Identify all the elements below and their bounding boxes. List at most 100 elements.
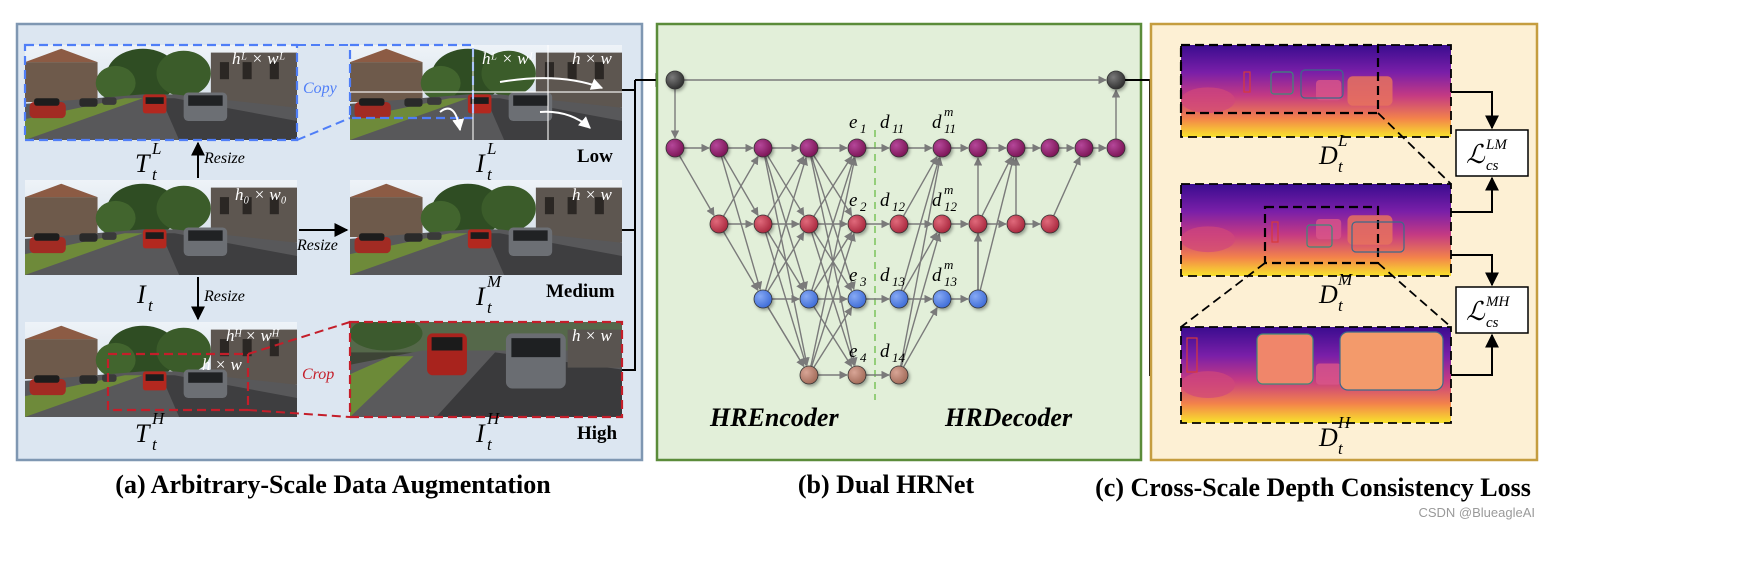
- svg-text:11: 11: [892, 121, 904, 136]
- svg-text:LM: LM: [1485, 137, 1508, 153]
- svg-text:3: 3: [859, 274, 867, 289]
- hrnet-node-p10: [1040, 138, 1060, 158]
- hrnet-edge: [764, 156, 810, 367]
- hrnet-edge: [764, 156, 808, 291]
- hrnet-node-gOut: [1106, 70, 1126, 90]
- hrnet-edge: [811, 232, 856, 367]
- hrnet-node-b2: [799, 289, 819, 309]
- svg-text:H: H: [1337, 413, 1352, 432]
- svg-text:13: 13: [892, 274, 906, 289]
- svg-text:12: 12: [944, 199, 958, 214]
- object-box: [1306, 224, 1333, 248]
- svg-text:e: e: [849, 341, 857, 362]
- hrnet-edge: [811, 156, 856, 291]
- svg-text:ℒ: ℒ: [1466, 140, 1486, 169]
- svg-text:D: D: [1318, 423, 1338, 452]
- hrnet-edge: [979, 156, 1016, 291]
- svg-text:d: d: [880, 265, 890, 286]
- label-i-t: I t: [136, 280, 154, 315]
- svg-text:1: 1: [860, 121, 867, 136]
- svg-text:ℒ: ℒ: [1466, 297, 1486, 326]
- hrnet-node-r4: [847, 214, 867, 234]
- bus-line: [622, 80, 636, 371]
- svg-text:d: d: [932, 265, 942, 286]
- svg-text:t: t: [148, 296, 154, 315]
- hrnet-node-n1: [799, 365, 819, 385]
- svg-text:L: L: [486, 139, 496, 158]
- hrnet-edge: [1053, 156, 1081, 217]
- hrnet-node-gIn: [665, 70, 685, 90]
- hrnet-edge: [902, 231, 938, 292]
- object-box: [1186, 337, 1198, 373]
- label-t-l: T L t: [135, 139, 161, 184]
- svg-text:D: D: [1318, 141, 1338, 170]
- watermark: CSDN @BlueagleAI: [1418, 505, 1535, 520]
- flow-arrow: [499, 77, 604, 90]
- svg-text:T: T: [135, 419, 151, 448]
- hrnet-node-r3: [799, 214, 819, 234]
- loss-box-lm: [1455, 129, 1529, 177]
- loss-label-mh: ℒ MH cs: [1466, 294, 1510, 331]
- hrnet-edge: [900, 232, 942, 367]
- panel-b-background: [655, 22, 1143, 462]
- label-d-m: D M t: [1318, 270, 1353, 315]
- svg-text:I: I: [136, 280, 147, 309]
- dim-h-w-med: h × w: [572, 185, 612, 204]
- svg-text:H: H: [486, 409, 501, 428]
- hrdecoder-label: HRDecoder: [944, 403, 1073, 432]
- zoom-connector: [1180, 262, 1266, 328]
- svg-text:t: t: [1338, 439, 1344, 458]
- svg-text:H: H: [151, 409, 166, 428]
- svg-text:T: T: [135, 149, 151, 178]
- svg-text:e: e: [849, 112, 857, 133]
- svg-text:t: t: [487, 165, 493, 184]
- dim-h-w-low: h × w: [572, 49, 612, 68]
- svg-text:t: t: [152, 165, 158, 184]
- hrnet-edge: [813, 155, 853, 217]
- svg-text:13: 13: [944, 274, 958, 289]
- hrnet-edge: [902, 306, 938, 368]
- hrnet-node-n3: [889, 365, 909, 385]
- object-box: [1339, 331, 1444, 391]
- svg-text:4: 4: [860, 350, 867, 365]
- hrnet-node-p3: [753, 138, 773, 158]
- hrnet-edges: [670, 75, 1121, 380]
- loss-label-lm: ℒ LM cs: [1466, 137, 1508, 174]
- svg-text:t: t: [1338, 296, 1344, 315]
- caption-a: (a) Arbitrary-Scale Data Augmentation: [115, 470, 551, 499]
- hrnet-edge: [720, 156, 763, 291]
- object-box: [1300, 69, 1344, 99]
- object-box: [1271, 221, 1279, 243]
- dim-h-w-high: h × w: [572, 326, 612, 345]
- hrnet-edge: [767, 306, 805, 368]
- op-crop: Crop: [302, 366, 334, 383]
- hrnet-node-p6: [889, 138, 909, 158]
- hrnet-edge: [810, 156, 858, 367]
- hrnet-edge: [981, 156, 1013, 217]
- svg-text:11: 11: [944, 121, 956, 136]
- hrnet-node-r8: [1006, 214, 1026, 234]
- hrnet-node-r2: [753, 214, 773, 234]
- hrnet-node-p5: [847, 138, 867, 158]
- dim-hh-wh: hᴴ × wᴴ: [226, 326, 280, 345]
- label-d-h: D H t: [1318, 413, 1352, 458]
- hrnet-edge: [900, 156, 942, 291]
- loss-box-mh: [1455, 286, 1529, 334]
- zoom-connector: [1377, 112, 1452, 185]
- dim-hl-wl-1: hᴸ × wᴸ: [232, 49, 285, 68]
- svg-text:I: I: [475, 149, 486, 178]
- hrnet-node-b1: [753, 289, 773, 309]
- object-box: [1243, 71, 1251, 93]
- caption-c: (c) Cross-Scale Depth Consistency Loss: [1095, 473, 1531, 502]
- depth-frame-m: [1180, 183, 1452, 277]
- hrnet-node-r9: [1040, 214, 1060, 234]
- hrnet-nodes: [665, 70, 1126, 385]
